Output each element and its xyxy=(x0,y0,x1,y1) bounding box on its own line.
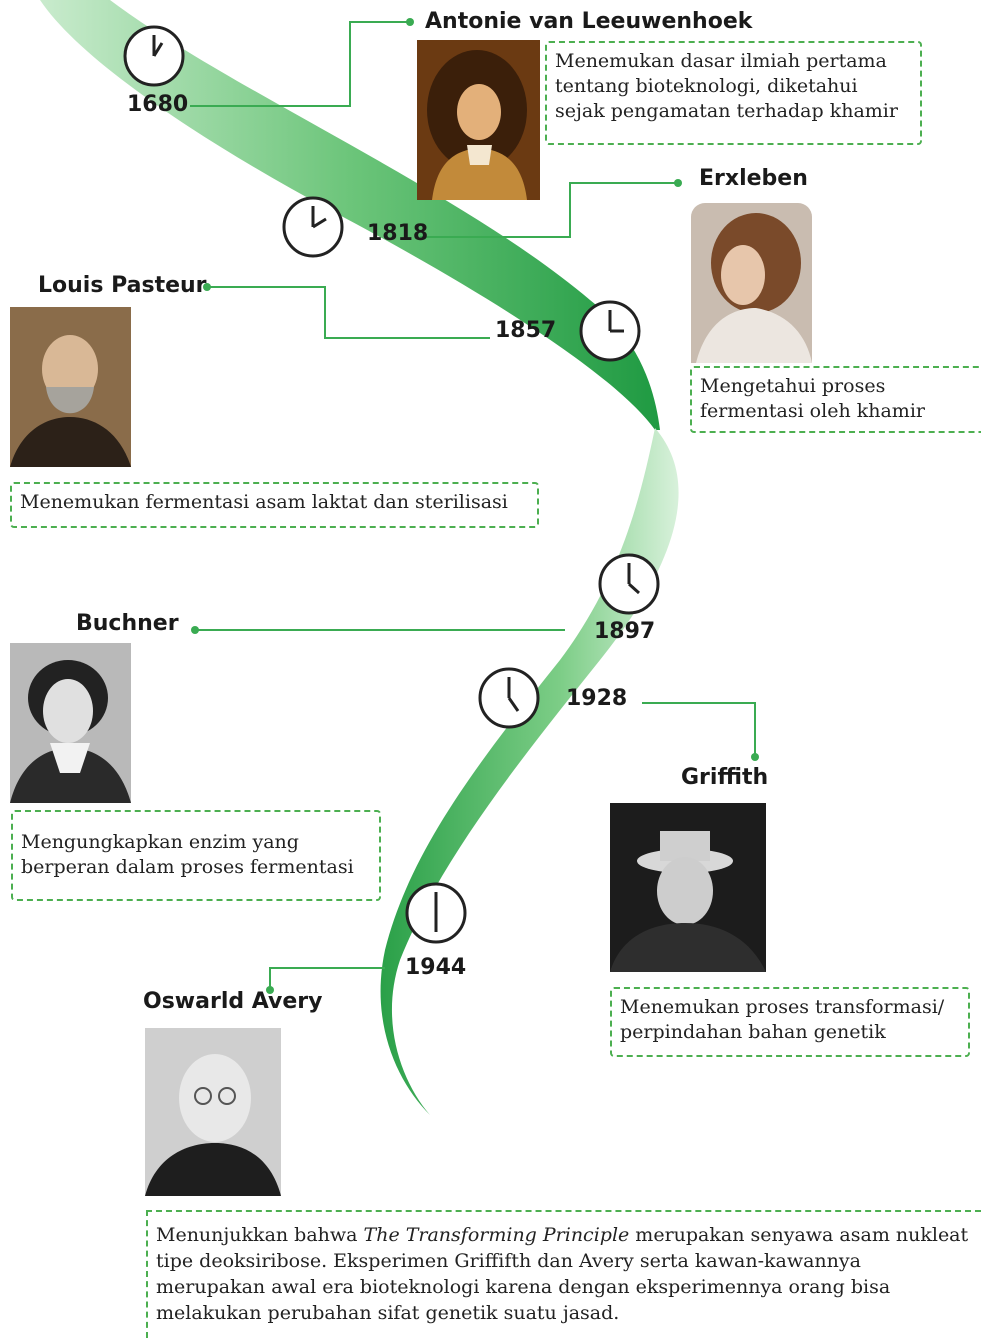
scientist-name-buchner: Buchner xyxy=(76,611,179,636)
year-1944: 1944 xyxy=(405,955,467,980)
year-1928: 1928 xyxy=(566,686,628,711)
scientist-name-griffith: Griffith xyxy=(681,765,769,790)
clock-icon-1857 xyxy=(579,300,641,362)
scientist-name-avery: Oswarld Avery xyxy=(143,989,323,1014)
description-avery-italic: The Transforming Principle xyxy=(363,1224,630,1246)
description-erxleben: Mengetahui proses fermentasi oleh khamir xyxy=(690,366,981,433)
description-avery: Menunjukkan bahwa The Transforming Princ… xyxy=(146,1210,981,1338)
description-pasteur: Menemukan fermentasi asam laktat dan ste… xyxy=(10,482,539,528)
year-1857: 1857 xyxy=(495,318,557,343)
connector-dot xyxy=(674,179,682,187)
year-1680: 1680 xyxy=(127,92,189,117)
connector-dot xyxy=(266,986,274,994)
portrait-erxleben xyxy=(691,203,812,363)
portrait-avery xyxy=(145,1028,281,1196)
connector-dot xyxy=(203,283,211,291)
connector-1857 xyxy=(207,286,490,339)
clock-icon-1897 xyxy=(598,553,660,615)
description-avery-text-2: merupakan senyawa asam nukleat tipe deok… xyxy=(156,1224,969,1324)
portrait-pasteur xyxy=(10,307,131,467)
clock-icon-1818 xyxy=(282,196,344,258)
clock-icon-1680 xyxy=(123,25,185,87)
description-leeuwenhoek: Menemukan dasar ilmiah pertama tentang b… xyxy=(545,41,922,145)
connector-1818 xyxy=(420,182,678,238)
connector-dot xyxy=(191,626,199,634)
scientist-name-pasteur: Louis Pasteur xyxy=(38,273,207,298)
portrait-leeuwenhoek xyxy=(417,40,540,200)
connector-1928 xyxy=(642,702,756,757)
description-avery-text-1: Menunjukkan bahwa xyxy=(156,1224,364,1246)
connector-dot xyxy=(751,753,759,761)
connector-1944 xyxy=(269,967,385,990)
year-1818: 1818 xyxy=(367,221,429,246)
scientist-name-leeuwenhoek: Antonie van Leeuwenhoek xyxy=(425,9,753,34)
description-griffith: Menemukan proses transformasi/ perpindah… xyxy=(610,987,970,1057)
connector-1680 xyxy=(190,21,410,107)
clock-icon-1944 xyxy=(405,882,467,944)
description-buchner: Mengungkapkan enzim yang berperan dalam … xyxy=(11,810,381,901)
connector-dot xyxy=(406,18,414,26)
portrait-buchner xyxy=(10,643,131,803)
scientist-name-erxleben: Erxleben xyxy=(699,166,808,191)
timeline-ribbon xyxy=(40,0,660,430)
year-1897: 1897 xyxy=(594,619,656,644)
clock-icon-1928 xyxy=(478,667,540,729)
portrait-griffith xyxy=(610,803,766,972)
